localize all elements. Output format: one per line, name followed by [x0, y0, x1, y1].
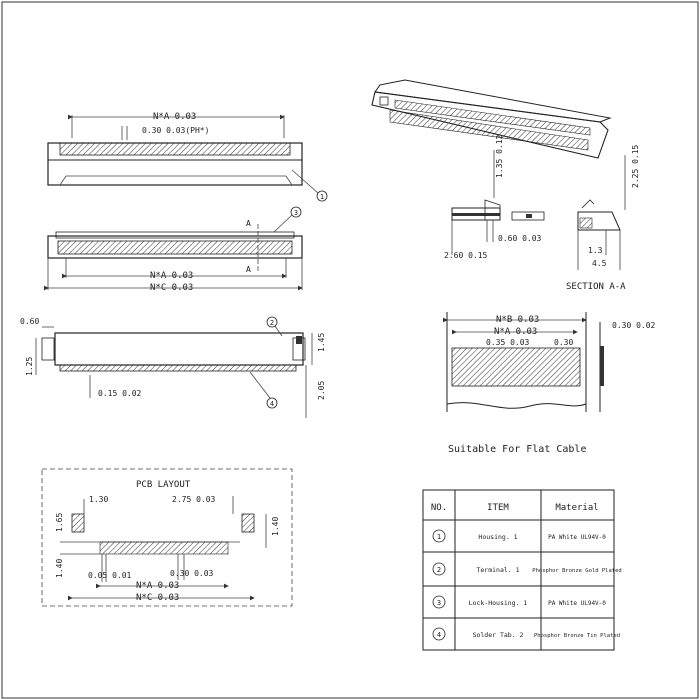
pcb-pad-left — [71, 513, 85, 533]
cable-dim-tab-left: 0.35 0.03 — [486, 338, 530, 347]
pcb-dim-c: N*C 0.03 — [136, 593, 179, 603]
cable-dim-thickness: 0.30 0.02 — [612, 321, 656, 330]
pcb-pad-right — [241, 513, 255, 533]
detail-dim-bottom: 2.60 0.15 — [444, 251, 488, 260]
table-row-1-no: 1 — [437, 533, 441, 541]
cable-view: N*B 0.03 N*A 0.03 0.35 0.03 0.30 0.30 0.… — [443, 312, 656, 455]
pcb-dim-right-h: 1.40 — [271, 517, 280, 536]
front-housing — [47, 235, 303, 259]
front-dim-c: N*C 0.03 — [150, 283, 193, 293]
top-terminal-row — [59, 142, 291, 156]
detail-view: 1.35 0.12 0.60 0.03 2.60 0.15 — [444, 134, 545, 260]
top-view: N*A 0.03 0.30 0.03(PH*) 1 — [47, 112, 328, 202]
cable-dim-b: N*B 0.03 — [496, 315, 539, 325]
iso-contacts — [394, 99, 591, 136]
callout-circle — [316, 190, 328, 202]
table-row-3-item: Lock-Housing. 1 — [469, 599, 528, 607]
pcb-dim-left-low: 1.40 — [55, 559, 64, 578]
pcb-dim-trace-w: 0.05 0.01 — [88, 571, 132, 580]
cable-conductors — [451, 347, 581, 387]
side-dim-left-vert: 1.25 — [25, 357, 34, 376]
top-dim-overall: N*A 0.03 — [153, 112, 196, 122]
cable-dim-tab-right: 0.30 — [554, 338, 573, 347]
plan-housing — [54, 332, 304, 366]
pcb-trace-row — [99, 541, 229, 555]
table-header-material: Material — [555, 503, 598, 513]
cable-caption: Suitable For Flat Cable — [448, 444, 586, 455]
section-mark-bottom: A — [246, 265, 251, 274]
plan-view: 0.60 1.25 1.45 2.05 0.15 0.02 2 4 — [20, 316, 326, 418]
pcb-outline — [41, 468, 293, 607]
pcb-dim-a: N*A 0.03 — [136, 581, 179, 591]
side-dim-left: 0.60 — [20, 317, 39, 326]
parts-table: NO. ITEM Material 1 Housing. 1 PA White … — [422, 489, 622, 651]
top-dim-pitch: 0.30 0.03(PH*) — [142, 126, 209, 135]
table-header-item: ITEM — [487, 503, 509, 513]
pcb-layout: PCB LAYOUT 1.30 1.65 2.75 0.03 1.40 1.40… — [41, 468, 293, 607]
pcb-dim-pad-w: 1.30 — [89, 495, 108, 504]
side-dim-right-lower: 2.05 — [317, 381, 326, 400]
section-view: 2.25 0.15 1.3 4.5 SECTION A-A — [566, 144, 640, 292]
table-row-4-item: Solder Tab. 2 — [473, 631, 524, 639]
table-row-4-material: Phosphor Bronze Tin Plated — [534, 633, 620, 639]
pcb-dim-pad-offset: 2.75 0.03 — [172, 495, 216, 504]
table-row-3-material: PA White UL94V-0 — [548, 600, 606, 607]
front-dim-a: N*A 0.03 — [150, 271, 193, 281]
pcb-dim-trace-pitch: 0.30 0.03 — [170, 569, 214, 578]
side-callout-bottom: 4 — [270, 400, 274, 408]
table-header-no: NO. — [431, 503, 447, 513]
section-caption: SECTION A-A — [566, 282, 626, 292]
side-dim-lead: 0.15 0.02 — [98, 389, 142, 398]
section-mark-top: A — [246, 219, 251, 228]
front-view: A A 3 N*A 0.03 N*C 0.03 — [44, 206, 303, 293]
section-dim-outer: 4.5 — [592, 259, 607, 268]
pcb-title: PCB LAYOUT — [136, 480, 191, 490]
section-dim-vertical: 2.25 0.15 — [631, 144, 640, 188]
isometric-view — [371, 79, 612, 159]
section-dim-inner: 1.3 — [588, 246, 603, 255]
table-row-2-item: Terminal. 1 — [476, 566, 519, 574]
table-row-2-material: Phosphor Bronze Gold Plated — [532, 568, 621, 574]
table-row-2-no: 2 — [437, 566, 441, 574]
table-row-1-material: PA White UL94V-0 — [548, 534, 606, 541]
cable-dim-a: N*A 0.03 — [494, 327, 537, 337]
top-callout: 1 — [320, 193, 324, 201]
detail-dim-small: 0.60 0.03 — [498, 234, 542, 243]
pcb-dim-pad-h: 1.65 — [55, 513, 64, 532]
front-callout: 3 — [294, 209, 298, 217]
side-callout-top: 2 — [270, 319, 274, 327]
side-dim-right: 1.45 — [317, 333, 326, 352]
table-row-1-item: Housing. 1 — [478, 533, 517, 541]
table-row-3-no: 3 — [437, 599, 441, 607]
detail-dim-vertical: 1.35 0.12 — [495, 134, 504, 178]
table-row-4-no: 4 — [437, 631, 441, 639]
front-terminal-row — [57, 240, 293, 255]
plan-terminal-row — [59, 364, 297, 372]
